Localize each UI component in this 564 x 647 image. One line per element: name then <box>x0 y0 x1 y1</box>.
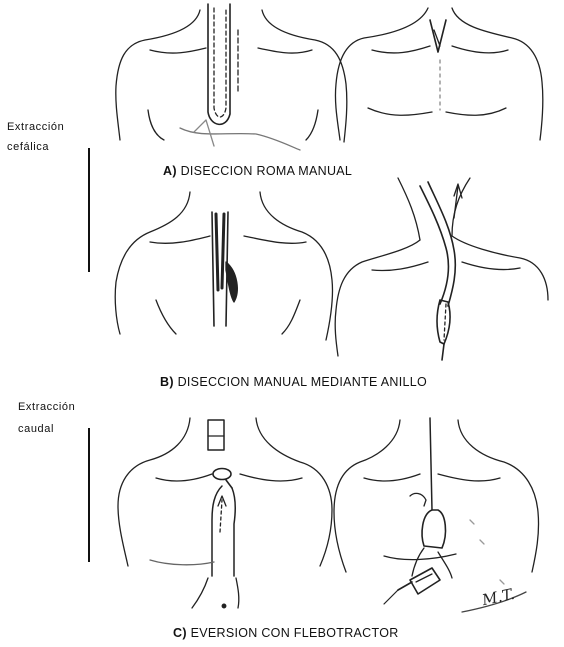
illustration-b-right <box>335 178 548 360</box>
illustration-c-right <box>334 418 539 604</box>
illustration-b-left <box>115 192 332 340</box>
illustration-a-right <box>335 8 542 140</box>
illustration-a-left <box>116 4 347 150</box>
illustration-c-left <box>118 418 332 608</box>
